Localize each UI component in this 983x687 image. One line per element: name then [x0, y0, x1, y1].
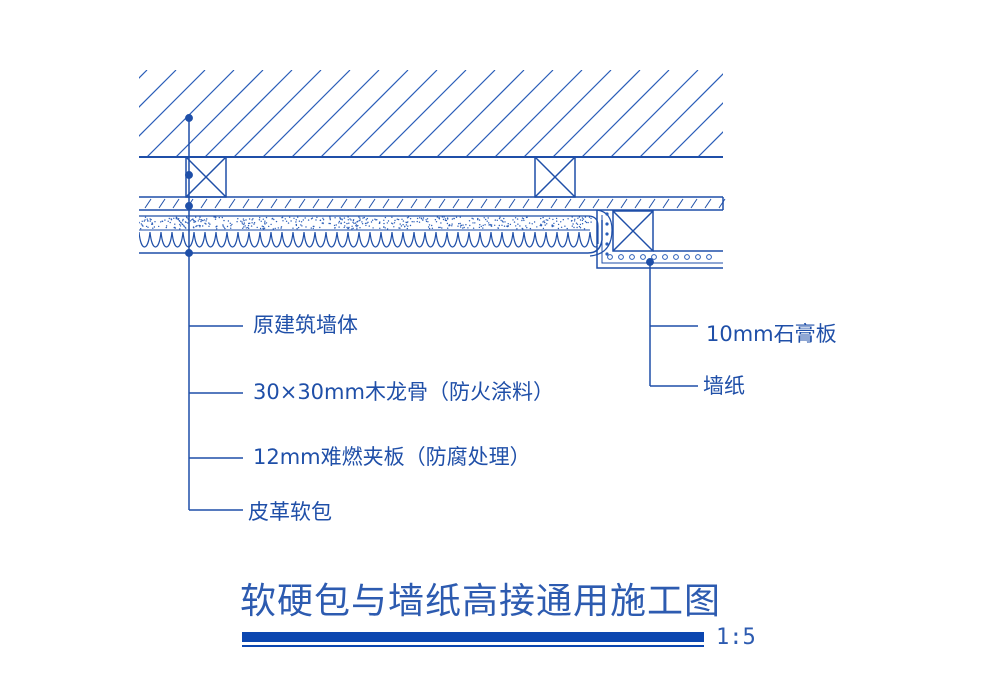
label-plywood: 12mm难燃夹板（防腐处理） [253, 445, 531, 469]
wood-batten-right [612, 210, 654, 252]
wood-batten-middle [534, 156, 576, 198]
label-original-wall: 原建筑墙体 [253, 313, 358, 337]
label-leather-panel: 皮革软包 [248, 500, 332, 524]
title-underline-thin [242, 645, 704, 647]
label-wallpaper: 墙纸 [703, 374, 745, 398]
label-wood-batten: 30×30mm木龙骨（防火涂料） [253, 380, 554, 404]
drawing-title: 软硬包与墙纸高接通用施工图 [240, 581, 722, 622]
title-underline-thick [242, 632, 704, 642]
plywood-board [139, 196, 726, 211]
drawing-scale: 1:5 [716, 625, 756, 650]
label-gypsum-board: 10mm石膏板 [706, 322, 837, 346]
building-wall [139, 70, 723, 156]
left-leader [185, 114, 243, 511]
right-leader [646, 258, 698, 387]
leather-soft-panel [139, 209, 613, 257]
gypsum-board [596, 210, 723, 269]
